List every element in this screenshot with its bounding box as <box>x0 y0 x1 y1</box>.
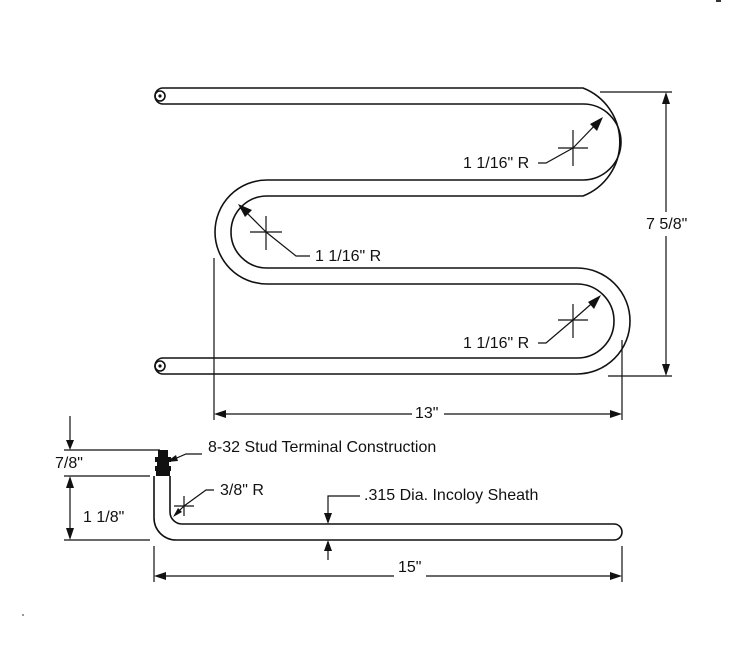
terminal-construction-label: 8-32 Stud Terminal Construction <box>208 439 437 456</box>
side-bend-radius-marker <box>173 489 214 517</box>
serpentine-element-outline <box>154 87 631 375</box>
terminal-end-bottom <box>154 360 166 372</box>
sheath-label: .315 Dia. Incoloy Sheath <box>364 487 539 504</box>
width-dimension-label: 13" <box>415 405 439 422</box>
radius-marker-lower <box>538 295 601 344</box>
radius-label-lower: 1 1/16" R <box>463 335 530 352</box>
terminal-end-top <box>154 90 166 102</box>
radius-marker-upper <box>538 117 603 166</box>
terminal-height-label: 7/8" <box>55 455 83 472</box>
radius-label-middle: 1 1/16" R <box>315 248 382 265</box>
height-dimension-label: 7 5/8" <box>646 216 688 233</box>
scan-specks <box>22 0 721 616</box>
side-view-sheath <box>153 476 623 541</box>
width-dimension <box>213 258 623 420</box>
sheath-diameter-indicator <box>324 495 360 560</box>
length-dimension-label: 15" <box>398 559 422 576</box>
stud-terminal <box>155 450 171 476</box>
bend-radius-label: 3/8" R <box>220 482 264 499</box>
rise-dimension <box>64 476 150 541</box>
length-dimension <box>153 546 623 582</box>
rise-label: 1 1/8" <box>83 509 125 526</box>
terminal-label-leader <box>166 453 202 462</box>
height-dimension <box>600 91 672 377</box>
radius-marker-middle <box>238 204 310 257</box>
terminal-height-dimension <box>64 416 160 477</box>
radius-label-upper: 1 1/16" R <box>463 155 530 172</box>
